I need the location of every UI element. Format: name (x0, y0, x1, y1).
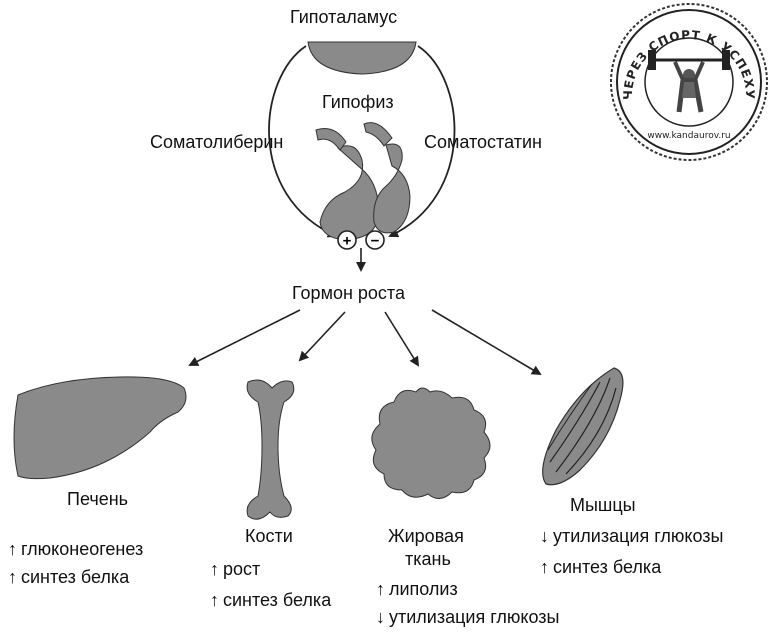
up-arrow-icon: ↑ (210, 559, 219, 579)
up-arrow-icon: ↑ (376, 579, 385, 599)
fat-label-line1: Жировая (388, 526, 464, 546)
hypothalamus-label: Гипоталамус (290, 7, 398, 27)
somatoliberin-label: Соматолиберин (150, 132, 284, 152)
growth-hormone-label: Гормон роста (292, 283, 405, 303)
arrow-to-muscles (431, 309, 542, 376)
down-arrow-icon: ↓ (376, 607, 385, 627)
up-arrow-icon: ↑ (8, 539, 17, 559)
up-arrow-icon: ↑ (540, 557, 549, 577)
bones-effect-2: ↑синтез белка (210, 590, 332, 610)
stamp-logo: ЧЕРЕЗ СПОРТ К УСПЕХУ www.kandaurov.ru (610, 3, 768, 161)
somatostatin-arc (388, 45, 456, 238)
fat-label-line2: ткань (405, 549, 451, 569)
stamp-site-text: www.kandaurov.ru (647, 131, 730, 141)
plus-circle (337, 230, 357, 250)
fat-tissue-shape (371, 387, 491, 499)
liver-label: Печень (67, 489, 129, 509)
arrow-to-liver (188, 309, 301, 366)
minus-sign: − (371, 233, 380, 250)
plus-sign: + (343, 233, 352, 250)
somatostatin-label: Соматостатин (424, 132, 542, 152)
pituitary-shape (315, 122, 411, 241)
minus-circle (365, 230, 385, 250)
weightlifter-icon (648, 50, 730, 113)
arrow-to-fat (384, 311, 420, 367)
pituitary-label: Гипофиз (322, 92, 394, 112)
somatoliberin-arc (268, 45, 338, 238)
bones-label: Кости (245, 526, 293, 546)
down-arrow-icon: ↓ (540, 526, 549, 546)
muscle-shape (542, 367, 624, 486)
muscles-effect-1: ↓утилизация глюкозы (540, 526, 724, 546)
liver-effect-2: ↑синтез белка (8, 567, 130, 587)
liver-effect-1: ↑глюконеогенез (8, 539, 144, 559)
muscles-label: Мышцы (570, 495, 636, 515)
arrow-to-bones (298, 311, 346, 362)
up-arrow-icon: ↑ (8, 567, 17, 587)
bone-shape (246, 379, 295, 520)
fat-effect-2: ↓утилизация глюкозы (376, 607, 560, 627)
fat-effect-1: ↑липолиз (376, 579, 458, 599)
muscles-effect-2: ↑синтез белка (540, 557, 662, 577)
up-arrow-icon: ↑ (210, 590, 219, 610)
bones-effect-1: ↑рост (210, 559, 261, 579)
hypothalamus-shape (307, 41, 417, 75)
liver-shape (13, 376, 187, 480)
